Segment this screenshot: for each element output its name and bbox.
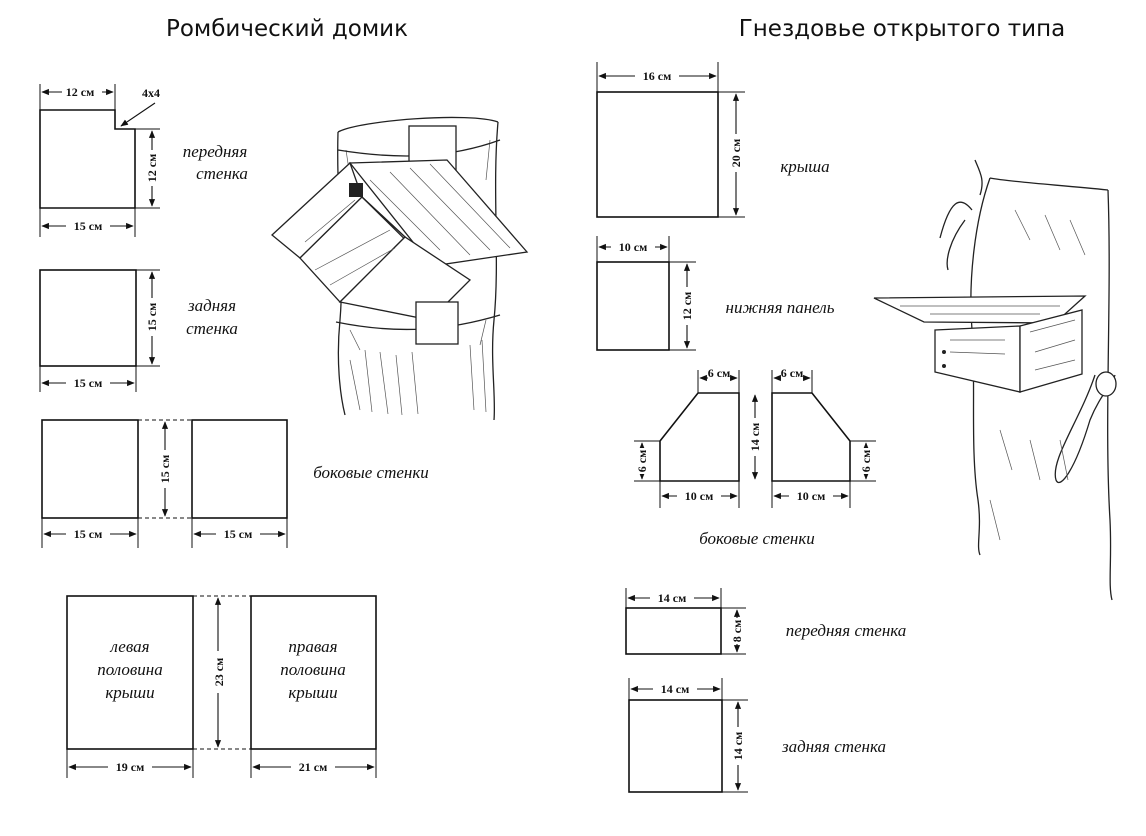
front-width-label: 12 см [66,85,95,99]
rhombic-front-wall: 12 см 4x4 12 см 15 см передняя стенка [39,84,248,237]
open-sides-label: боковые стенки [699,529,815,548]
open-nest-section: Гнездовье открытого типа 16 см 20 см кры… [596,16,1117,793]
rhombic-back-wall: 15 см 15 см задняя стенка [39,269,238,392]
open-nest-bottom-panel: 10 см 12 см нижняя панель [596,236,835,351]
front-wall-label-1: передняя [183,142,248,161]
notch-label: 4x4 [142,86,160,100]
bottom-height-label: 12 см [680,292,694,321]
open-nest-illustration [873,159,1117,601]
front-base-label: 15 см [74,219,103,233]
roof-left-width-label: 19 см [116,760,145,774]
side2-top-label: 6 см [781,366,804,380]
open-front-shape [625,607,722,655]
open-nest-front-wall: 14 см 8 см передняя стенка [625,588,907,655]
roof-right-shape [250,595,377,750]
rhombic-side-walls: 15 см 15 см 15 см боковые стенки [41,419,429,548]
side1-base-label-open: 10 см [685,489,714,503]
rhombic-house-illustration [271,116,529,421]
open-roof-width-label: 16 см [643,69,672,83]
roof-right-label-3: крыши [288,683,337,702]
rhombic-house-section: Ромбический домик 12 см 4x4 12 см 15 см … [39,16,529,778]
roof-right-width-label: 21 см [299,760,328,774]
open-side-wall-1-shape [659,392,740,482]
open-front-width-label: 14 см [658,591,687,605]
side2-edge-label: 6 см [859,450,873,473]
rhombic-house-title: Ромбический домик [166,16,408,42]
roof-left-label-2: половина [97,660,163,679]
front-height-label: 12 см [145,154,159,183]
open-roof-shape [596,91,719,218]
notch-leader [120,102,156,127]
open-back-height-label: 14 см [731,732,745,761]
back-wall-shape [39,269,137,367]
open-sides-height-label: 14 см [748,423,762,452]
side-wall-1-shape [41,419,139,519]
open-back-width-label: 14 см [661,682,690,696]
sides-label: боковые стенки [313,463,429,482]
roof-left-label-1: левая [109,637,149,656]
open-front-height-label: 8 см [730,620,744,643]
open-nest-roof: 16 см 20 см крыша [596,62,830,218]
front-wall-shape [39,109,136,209]
back-base-label: 15 см [74,376,103,390]
bottom-width-label: 10 см [619,240,648,254]
side2-base-label-open: 10 см [797,489,826,503]
open-nest-back-wall: 14 см 14 см задняя стенка [628,678,886,793]
bottom-panel-shape [596,261,670,351]
open-side-wall-2-shape [771,392,851,482]
side1-edge-label: 6 см [635,450,649,473]
bottom-panel-label: нижняя панель [726,298,835,317]
back-wall-label-2: стенка [186,319,238,338]
rhombic-roof-halves: 23 см левая половина крыши правая полови… [66,595,377,778]
open-nest-title: Гнездовье открытого типа [739,16,1066,42]
open-back-label: задняя стенка [781,737,886,756]
open-back-shape [628,699,723,793]
roof-right-label-2: половина [280,660,346,679]
back-height-label: 15 см [145,303,159,332]
open-roof-height-label: 20 см [729,139,743,168]
open-nest-side-walls: 6 см 6 см 14 см 6 см 6 см 10 см [634,366,876,548]
side1-base-label: 15 см [74,527,103,541]
roof-height-label: 23 см [212,658,226,687]
side2-base-label: 15 см [224,527,253,541]
roof-left-shape [66,595,194,750]
sides-height-label: 15 см [158,455,172,484]
back-wall-label-1: задняя [187,296,236,315]
side1-top-label: 6 см [708,366,731,380]
open-roof-label: крыша [780,157,829,176]
front-wall-label-2: стенка [196,164,248,183]
roof-right-label-1: правая [288,637,337,656]
open-front-label: передняя стенка [786,621,907,640]
roof-left-label-3: крыши [105,683,154,702]
side-wall-2-shape [191,419,288,519]
